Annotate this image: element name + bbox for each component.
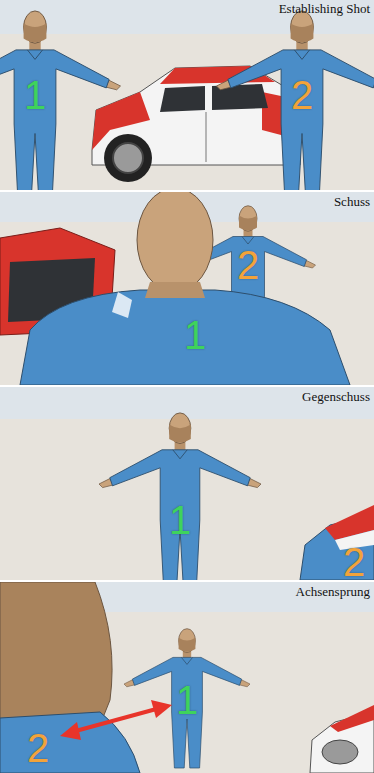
shot-title: Schuss <box>334 195 370 208</box>
callout-number: 2 <box>291 75 313 115</box>
shot-title: Achsensprung <box>296 585 370 598</box>
callout-number: 1 <box>176 680 198 720</box>
shot-title: Gegenschuss <box>302 390 370 403</box>
shot-title: Establishing Shot <box>279 2 370 15</box>
callout-number: 1 <box>24 75 46 115</box>
axis-jump-arrow <box>60 700 172 740</box>
callout-number: 2 <box>343 542 365 582</box>
callout-number: 2 <box>27 728 49 768</box>
callout-number: 1 <box>184 315 206 355</box>
callout-number: 2 <box>237 245 259 285</box>
callout-number: 1 <box>169 500 191 540</box>
